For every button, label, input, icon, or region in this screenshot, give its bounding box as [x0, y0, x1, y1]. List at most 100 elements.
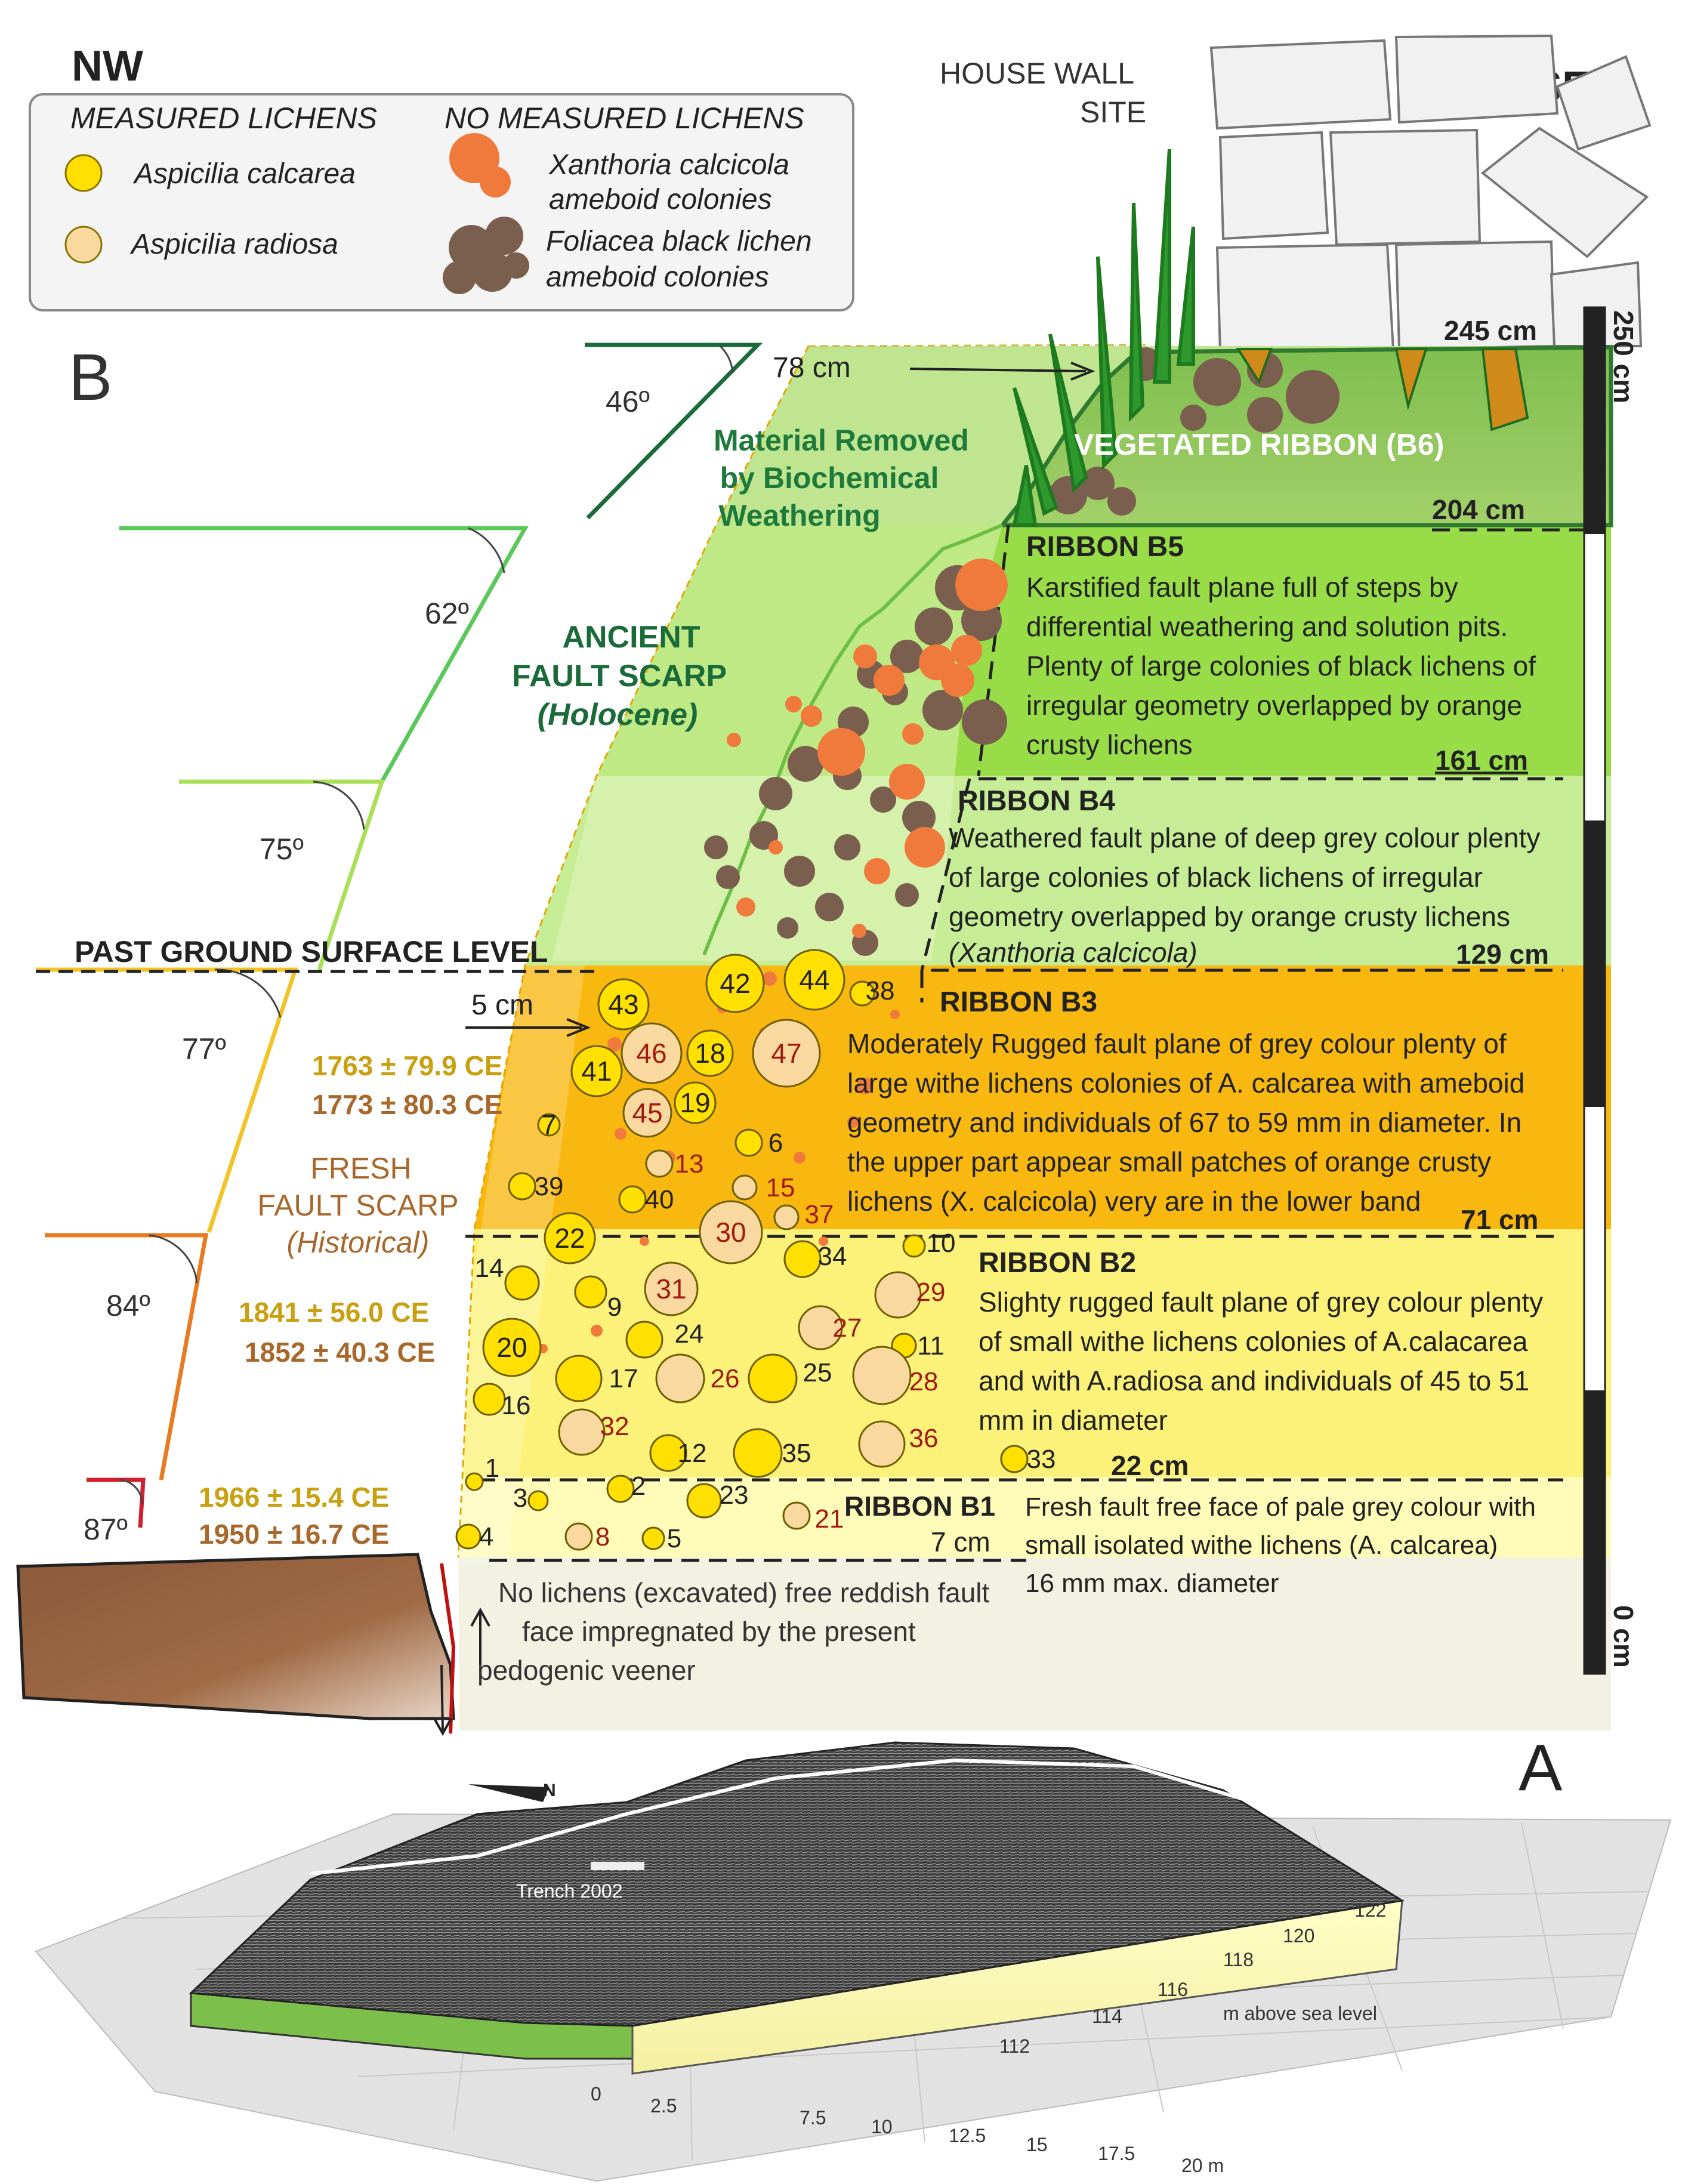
lichen-18-label: 18 — [695, 1038, 725, 1069]
ancient-1: ANCIENT — [562, 620, 700, 655]
lichen-11-label: 11 — [917, 1331, 945, 1361]
lichen-45-label: 45 — [632, 1097, 662, 1128]
offset-78-label: 78 cm — [773, 352, 851, 384]
b3-bottom-label: 71 cm — [1461, 1204, 1538, 1235]
b6-bottom-label: 204 cm — [1432, 494, 1525, 525]
lichen-6-label: 6 — [769, 1128, 783, 1158]
fault-trace — [440, 1563, 456, 1734]
ribbon-b4-description: RIBBON B4 Weathered fault plane of deep … — [949, 785, 1549, 970]
b3-line-2: large withe lichens colonies of A. calca… — [847, 1068, 1524, 1099]
b4-line-3: geometry overlapped by orange crusty lic… — [949, 901, 1510, 932]
roots — [1236, 348, 1529, 431]
past-ground-label: PAST GROUND SURFACE LEVEL — [75, 935, 548, 968]
foliacea-colonies — [704, 347, 1340, 956]
angle-75: 75º — [260, 832, 304, 866]
b4-line-1: Weathered fault plane of deep grey colou… — [949, 822, 1540, 853]
lichen-40-circle — [618, 1185, 647, 1214]
lichen-38-label: 38 — [866, 976, 895, 1005]
lichen-39-label: 39 — [535, 1172, 564, 1201]
footwall-arrow — [470, 1607, 490, 1665]
lichen-10-label: 10 — [927, 1229, 956, 1258]
lichen-26-label: 26 — [711, 1364, 740, 1393]
b6-top-label: 245 cm — [1444, 315, 1537, 346]
ribbon-b2-description: RIBBON B2 Slighty rugged fault plane of … — [979, 1247, 1543, 1481]
scarp-outer-boundary — [457, 346, 810, 1558]
lichen-38-circle — [849, 980, 875, 1007]
material-removed-1: Material Removed — [714, 424, 969, 457]
lichen-5-circle — [641, 1526, 665, 1550]
ribbon-b3-description: RIBBON B3 Moderately Rugged fault plane … — [847, 986, 1538, 1235]
angle-84: 84º — [106, 1289, 150, 1322]
lichen-17-label: 17 — [609, 1364, 638, 1393]
contour-116: 116 — [1158, 1979, 1188, 2000]
xtick-17.5: 17.5 — [1098, 2143, 1135, 2164]
lichen-39-circle — [508, 1172, 536, 1201]
lichen-24-label: 24 — [675, 1319, 704, 1349]
lichen-27-label: 27 — [833, 1313, 862, 1343]
lichen-46-circle — [621, 1022, 683, 1084]
panel-a-label: A — [1519, 1731, 1563, 1804]
angle-arcs — [119, 344, 734, 1504]
dem-contours: 122 120 118 116 114 112 m above sea leve… — [999, 1899, 1386, 2057]
b5-line-3: Plenty of large colonies of black lichen… — [1026, 650, 1536, 681]
b1-line-2: small isolated withe lichens (A. calcare… — [1025, 1531, 1498, 1560]
b5-title: RIBBON B5 — [1026, 531, 1184, 563]
panel-b-label: B — [69, 341, 112, 414]
past-fault-planes — [36, 343, 763, 1528]
ribbon-boundaries — [465, 525, 1605, 1562]
date-1950: 1950 ± 16.7 CE — [199, 1519, 389, 1550]
legend-box — [29, 93, 854, 311]
house-wall-label-2: SITE — [1080, 95, 1146, 129]
lichen-36-label: 36 — [909, 1424, 939, 1453]
xtick-10: 10 — [871, 2116, 893, 2137]
lichen-30-label: 30 — [715, 1217, 746, 1248]
lichen-12-circle — [649, 1434, 687, 1472]
lichen-23-label: 23 — [720, 1480, 749, 1510]
lichen-4-circle — [455, 1523, 482, 1550]
angle-62: 62º — [425, 597, 469, 630]
lichen-35-circle — [733, 1428, 783, 1478]
lichen-16-label: 16 — [502, 1391, 531, 1420]
fresh-3: (Historical) — [287, 1226, 430, 1259]
no-lichens-1: No lichens (excavated) free reddish faul… — [498, 1577, 990, 1608]
fresh-scarp-label: FRESH FAULT SCARP (Historical) — [257, 1152, 458, 1259]
lichen-3-circle — [527, 1490, 549, 1511]
dem-fault-line — [310, 1758, 1254, 1875]
lichen-27-circle — [798, 1305, 843, 1350]
lichen-29-label: 29 — [916, 1278, 946, 1307]
fresh-2: FAULT SCARP — [257, 1189, 458, 1222]
lichen-32-label: 32 — [600, 1412, 629, 1441]
b3-line-3: geometry and individuals of 67 to 59 mm … — [847, 1107, 1521, 1138]
lichen-40-label: 40 — [645, 1185, 674, 1214]
no-lichens-2: face impregnated by the present — [522, 1616, 916, 1647]
lichen-13-label: 13 — [675, 1149, 704, 1179]
b3-line-5: lichens (X. calcicola) very are in the l… — [847, 1186, 1421, 1217]
grass — [1012, 149, 1195, 527]
contour-114: 114 — [1092, 2006, 1122, 2027]
lichen-28-circle — [852, 1346, 912, 1405]
lichen-14-label: 14 — [475, 1254, 504, 1283]
lichen-14-circle — [504, 1265, 540, 1301]
lichen-43-circle — [597, 978, 650, 1031]
lichen-8-label: 8 — [595, 1522, 610, 1551]
ribbon-b1-description: RIBBON B1 Fresh fault free face of pale … — [844, 1491, 1536, 1598]
lichen-43-label: 43 — [608, 989, 638, 1020]
b4-line-4: (Xanthoria calcicola) — [949, 937, 1198, 968]
legend-foliacea-2: ameboid colonies — [546, 261, 769, 293]
legend-xanthoria-2: ameboid colonies — [549, 184, 772, 215]
b2-line-1: Slighty rugged fault plane of grey colou… — [979, 1287, 1543, 1318]
xtick-12.5: 12.5 — [949, 2125, 986, 2146]
xtick-0: 0 — [591, 2083, 601, 2105]
date-1773: 1773 ± 80.3 CE — [312, 1089, 502, 1120]
lichen-21-label: 21 — [815, 1504, 844, 1534]
lichen-31-label: 31 — [656, 1273, 686, 1304]
angle-77: 77º — [182, 1032, 226, 1066]
angle-87: 87º — [84, 1513, 128, 1546]
lichen-6-circle — [734, 1128, 763, 1157]
scale-top-label: 250 cm — [1608, 310, 1639, 403]
dem-unit: m above sea level — [1223, 2003, 1377, 2024]
legend-calcarea: Aspicilia calcarea — [132, 158, 356, 190]
north-arrow: N — [468, 1781, 556, 1802]
lichen-36-circle — [858, 1420, 906, 1468]
